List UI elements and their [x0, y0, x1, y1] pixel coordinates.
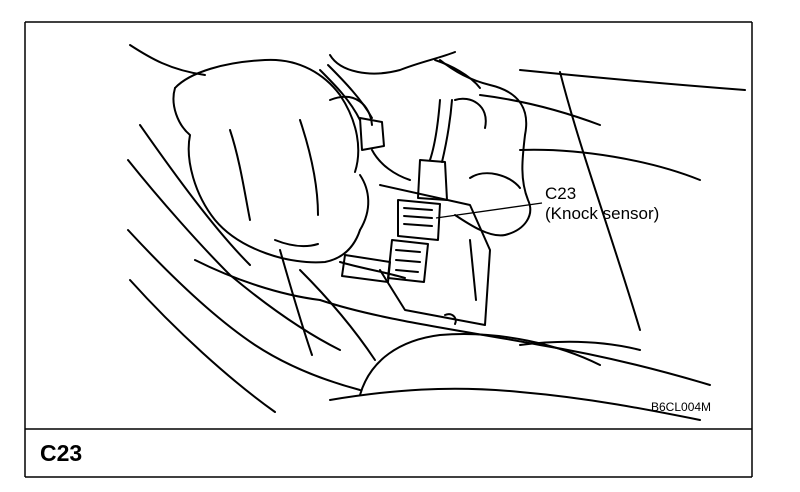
callout-leader-line	[435, 202, 543, 219]
image-code: B6CL004M	[651, 400, 712, 414]
engine-line-art	[127, 44, 746, 421]
frame-lines	[24, 21, 753, 478]
connector-id-label: C23	[40, 440, 83, 466]
callout-description: (Knock sensor)	[545, 204, 660, 223]
callout-code: C23	[545, 184, 577, 203]
callout-label: C23 (Knock sensor)	[545, 184, 659, 224]
